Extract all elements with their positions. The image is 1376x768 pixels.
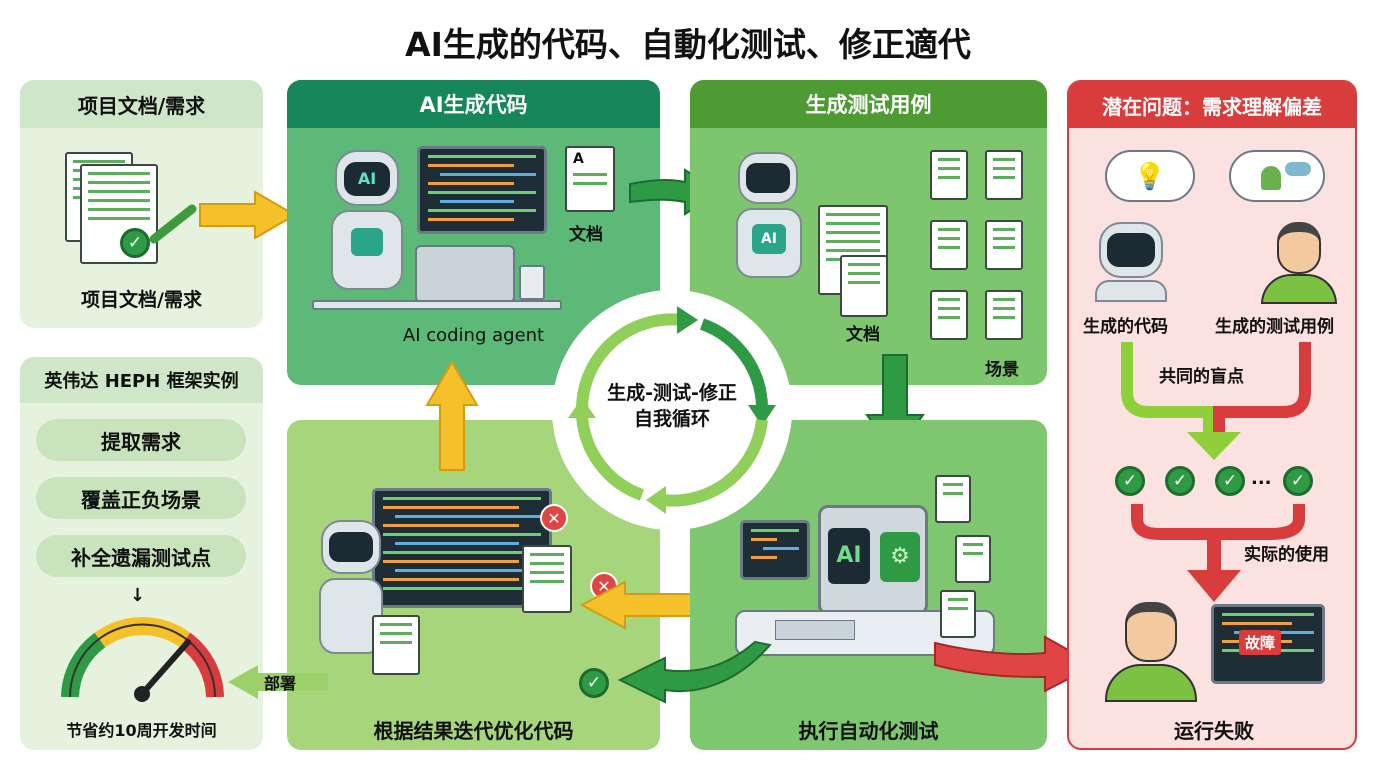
test-case-icon — [985, 220, 1023, 270]
codegen-caption: AI coding agent — [402, 325, 545, 346]
server-badge: AI — [828, 528, 870, 584]
desk — [312, 300, 562, 310]
cycle-arrows-icon — [568, 306, 776, 514]
gear-icon: ⚙ — [880, 532, 920, 582]
check-icon: ✓ — [1283, 466, 1313, 496]
pencil-icon — [149, 204, 197, 244]
test-case-icon — [522, 545, 572, 613]
keyboard-icon — [775, 620, 855, 640]
robot-face: AI — [344, 162, 390, 196]
testgen-panel: 生成测试用例 AI 文档 场景 — [690, 80, 1047, 385]
check-icon: ✓ — [120, 228, 150, 258]
check-icon: ✓ — [1215, 466, 1245, 496]
testgen-header: 生成测试用例 — [690, 80, 1047, 128]
arrow-right-icon — [199, 190, 298, 240]
arrow-left-icon — [617, 640, 772, 704]
monitor-icon — [740, 520, 810, 580]
laptop-icon — [415, 245, 515, 303]
cycle-line2: 自我循环 — [633, 408, 710, 430]
exec-caption: 执行自动化测试 — [798, 719, 939, 743]
heph-step: 覆盖正负场景 — [36, 477, 246, 519]
fail-icon: ✕ — [540, 504, 568, 532]
page-title: AI生成的代码、自動化测试、修正適代 — [405, 25, 971, 64]
thought-bubble-lightbulb-icon: 💡 — [1105, 150, 1195, 202]
exec-panel: AI ⚙ 执行自动化测试 — [690, 420, 1047, 750]
robot-icon: AI — [327, 150, 407, 300]
check-icon: ✓ — [1165, 466, 1195, 496]
speedometer-icon — [61, 617, 224, 702]
cycle-line1: 生成-测试-修正 — [607, 382, 737, 404]
fault-badge: 故障 — [1239, 630, 1282, 655]
heph-caption: 节省约10周开发时间 — [66, 721, 217, 740]
thought-bubble-people-icon — [1229, 150, 1325, 202]
codegen-header: AI生成代码 — [287, 80, 660, 128]
robot-icon: AI — [732, 152, 806, 282]
risk-caption: 运行失败 — [1174, 719, 1254, 743]
real-use-label: 实际的使用 — [1244, 545, 1329, 565]
document-icon — [840, 255, 888, 317]
test-case-icon — [930, 220, 968, 270]
deploy-arrow: 部署 — [228, 665, 328, 699]
merge-arrows-icon — [1121, 342, 1311, 460]
arrow-down-icon: ↓ — [130, 585, 146, 606]
heph-header: 英伟达 HEPH 框架实例 — [20, 357, 263, 403]
risk-header: 潜在问题：需求理解偏差 — [1069, 82, 1355, 128]
doc-letter: A — [573, 151, 584, 167]
fork-arrow-icon — [1131, 504, 1305, 602]
test-case-icon — [940, 590, 976, 638]
ellipsis: ... — [1251, 468, 1272, 489]
requirements-header: 项目文档/需求 — [20, 80, 263, 128]
cycle-label: 生成-测试-修正 自我循环 — [552, 380, 792, 432]
scenario-label: 场景 — [985, 360, 1019, 380]
test-case-icon — [985, 150, 1023, 200]
test-case-icon — [955, 535, 991, 583]
document-icon: A — [565, 146, 615, 212]
test-case-icon — [930, 290, 968, 340]
test-case-icon — [935, 475, 971, 523]
robot-badge: AI — [752, 224, 786, 254]
requirements-caption: 项目文档/需求 — [81, 289, 202, 311]
confused-person-icon — [1103, 602, 1199, 702]
test-case-icon — [930, 150, 968, 200]
plant-icon — [519, 265, 545, 300]
doc-label: 文档 — [569, 225, 603, 245]
blind-spot-label: 共同的盲点 — [1159, 367, 1244, 387]
arrow-left-icon — [228, 665, 328, 699]
robot-icon — [1093, 222, 1169, 302]
check-icon: ✓ — [1115, 466, 1145, 496]
heph-panel: 英伟达 HEPH 框架实例 提取需求 覆盖正负场景 补全遗漏测试点 ↓ 节省约1… — [20, 357, 263, 750]
code-screen — [417, 146, 547, 234]
arrow-up-icon — [425, 360, 479, 471]
document-icon — [372, 615, 420, 675]
test-case-icon — [985, 290, 1023, 340]
generated-code-label: 生成的代码 — [1083, 317, 1168, 337]
person-icon — [1259, 222, 1339, 304]
heph-step: 提取需求 — [36, 419, 246, 461]
heph-step: 补全遗漏测试点 — [36, 535, 246, 577]
deploy-label: 部署 — [264, 674, 297, 693]
doc-label: 文档 — [846, 325, 880, 345]
iterate-caption: 根据结果迭代优化代码 — [373, 719, 574, 743]
risk-panel: 潜在问题：需求理解偏差 💡 生成的代码 生成的测试用例 共同的盲点 ✓ ✓ ✓ … — [1067, 80, 1357, 750]
check-icon: ✓ — [579, 668, 609, 698]
generated-tests-label: 生成的测试用例 — [1215, 317, 1334, 337]
